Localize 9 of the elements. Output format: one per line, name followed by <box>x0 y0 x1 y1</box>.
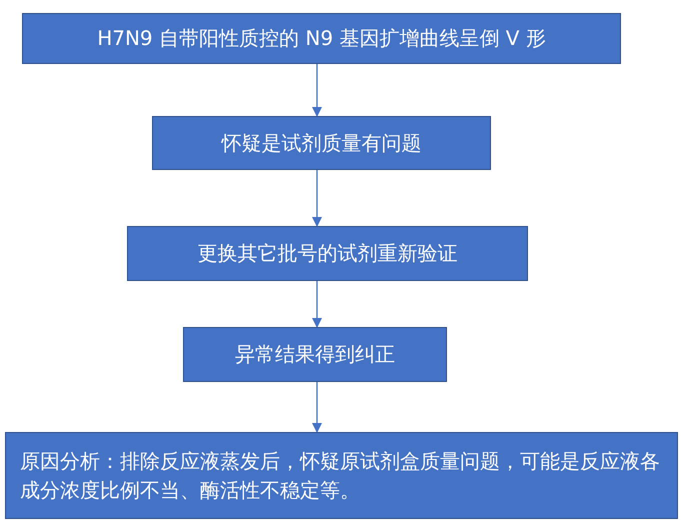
process-box: 原因分析：排除反应液蒸发后，怀疑原试剂盒质量问题，可能是反应液各成分浓度比例不当、酶活性不稳定等。 <box>5 432 678 519</box>
arrow <box>312 382 322 433</box>
process-box: 异常结果得到纠正 <box>183 327 447 382</box>
process-box: H7N9 自带阳性质控的 N9 基因扩增曲线呈倒 V 形 <box>22 13 621 64</box>
process-box: 怀疑是试剂质量有问题 <box>152 116 491 170</box>
arrow <box>312 281 322 328</box>
arrow <box>312 64 322 117</box>
arrow <box>312 170 322 227</box>
process-box: 更换其它批号的试剂重新验证 <box>127 226 528 281</box>
